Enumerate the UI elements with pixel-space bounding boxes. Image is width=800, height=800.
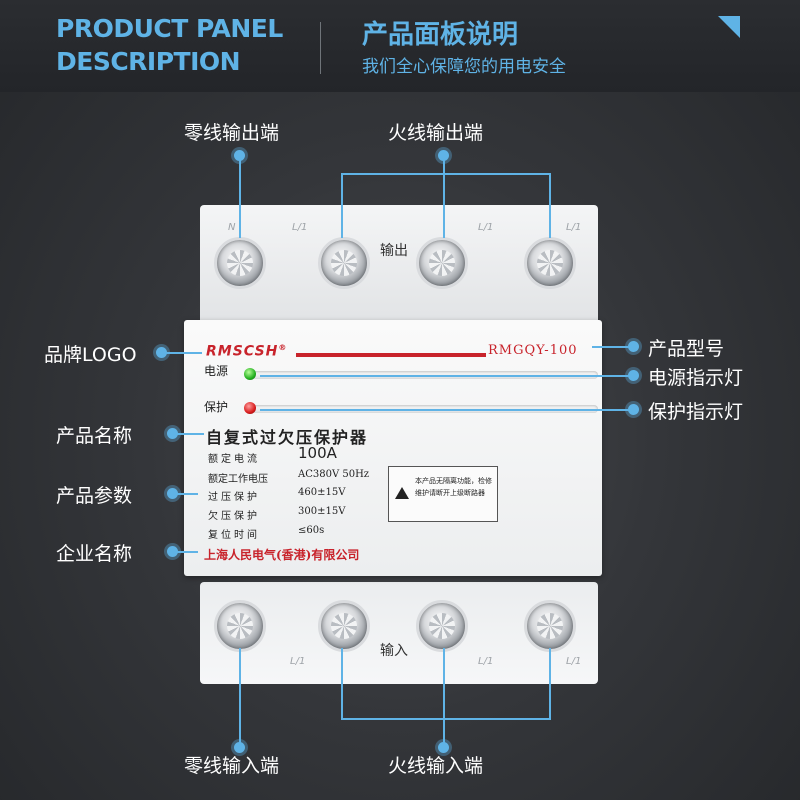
brand-logo-text: RMSCSH bbox=[206, 343, 279, 360]
callout-line bbox=[341, 173, 343, 238]
label-power-light: 电源指示灯 bbox=[648, 367, 744, 389]
power-label: 电源 bbox=[204, 364, 229, 378]
header-title-en: PRODUCT PANEL DESCRIPTION bbox=[56, 12, 283, 78]
callout-line bbox=[172, 433, 204, 435]
callout-line bbox=[239, 158, 241, 238]
callout-line bbox=[172, 551, 198, 553]
screw-icon bbox=[537, 250, 563, 276]
terminal-mark: L/1 bbox=[478, 656, 494, 667]
model-number: RMGQY-100 bbox=[488, 343, 578, 358]
terminal-neutral-out bbox=[214, 237, 266, 289]
callout-dot bbox=[156, 347, 167, 358]
screw-icon bbox=[227, 250, 253, 276]
header-title-en-line1: PRODUCT PANEL bbox=[56, 14, 283, 43]
callout-line bbox=[443, 158, 445, 174]
protect-indicator-led bbox=[244, 402, 256, 414]
terminal-live-out-3 bbox=[524, 237, 576, 289]
callout-dot bbox=[167, 546, 178, 557]
header-title-cn: 产品面板说明 bbox=[362, 20, 519, 50]
spec-key: 额定电流 bbox=[208, 454, 260, 465]
callout-line bbox=[341, 648, 343, 720]
callout-line bbox=[341, 718, 551, 720]
terminal-live-out-1 bbox=[318, 237, 370, 289]
output-label: 输出 bbox=[380, 243, 408, 259]
spec-value: ≤60s bbox=[298, 525, 325, 536]
terminal-mark: L/1 bbox=[566, 222, 582, 233]
terminal-mark: L/1 bbox=[566, 656, 582, 667]
callout-dot bbox=[234, 150, 245, 161]
callout-line bbox=[260, 375, 634, 377]
callout-line bbox=[260, 409, 634, 411]
warning-box: 本产品无隔离功能，检修维护请断开上级断路器 bbox=[388, 466, 498, 522]
callout-line bbox=[549, 173, 551, 238]
label-product-name: 产品名称 bbox=[56, 425, 133, 447]
corner-triangle-icon bbox=[718, 16, 740, 38]
screw-icon bbox=[227, 613, 253, 639]
label-neutral-output: 零线输出端 bbox=[184, 122, 280, 144]
callout-line bbox=[443, 173, 445, 238]
product-name: 自复式过欠压保护器 bbox=[206, 428, 369, 447]
callout-dot bbox=[628, 341, 639, 352]
screw-icon bbox=[331, 613, 357, 639]
screw-icon bbox=[429, 613, 455, 639]
screw-icon bbox=[429, 250, 455, 276]
label-model-number: 产品型号 bbox=[648, 338, 725, 360]
callout-dot bbox=[167, 488, 178, 499]
company-name-on-device: 上海人民电气(香港)有限公司 bbox=[204, 548, 360, 562]
spec-value: 100A bbox=[298, 444, 337, 462]
brand-logo: RMSCSH® bbox=[206, 343, 287, 360]
terminal-mark: N bbox=[228, 222, 236, 233]
input-label: 输入 bbox=[380, 643, 408, 659]
warning-triangle-icon bbox=[395, 487, 409, 499]
spec-key: 过压保护 bbox=[208, 492, 260, 503]
brand-red-bar bbox=[296, 353, 486, 357]
callout-dot bbox=[167, 428, 178, 439]
device-front-panel bbox=[184, 320, 602, 576]
protect-label: 保护 bbox=[204, 400, 229, 414]
header-divider bbox=[320, 22, 321, 74]
spec-value: 300±15V bbox=[298, 506, 346, 517]
terminal-mark: L/1 bbox=[290, 656, 306, 667]
callout-line bbox=[549, 648, 551, 720]
spec-key: 额定工作电压 bbox=[208, 474, 268, 485]
label-product-params: 产品参数 bbox=[56, 485, 133, 507]
registered-mark: ® bbox=[278, 343, 288, 352]
callout-line bbox=[592, 346, 634, 348]
terminal-mark: L/1 bbox=[478, 222, 494, 233]
callout-dot bbox=[628, 370, 639, 381]
label-live-input: 火线输入端 bbox=[388, 755, 484, 777]
callout-dot bbox=[234, 742, 245, 753]
terminal-live-in-1 bbox=[318, 600, 370, 652]
label-live-output: 火线输出端 bbox=[388, 122, 484, 144]
spec-key: 复位时间 bbox=[208, 530, 260, 541]
header-title-en-line2: DESCRIPTION bbox=[56, 47, 241, 76]
label-protect-light: 保护指示灯 bbox=[648, 401, 744, 423]
warning-text: 本产品无隔离功能，检修维护请断开上级断路器 bbox=[415, 477, 492, 497]
terminal-live-out-2 bbox=[416, 237, 468, 289]
terminal-neutral-in bbox=[214, 600, 266, 652]
callout-dot bbox=[628, 404, 639, 415]
callout-line bbox=[162, 352, 202, 354]
callout-line bbox=[341, 173, 551, 175]
label-company-name: 企业名称 bbox=[56, 543, 133, 565]
power-indicator-led bbox=[244, 368, 256, 380]
terminal-mark: L/1 bbox=[292, 222, 308, 233]
callout-line bbox=[172, 493, 198, 495]
callout-dot bbox=[438, 742, 449, 753]
callout-line bbox=[443, 648, 445, 748]
callout-line bbox=[239, 648, 241, 748]
header-subtitle-cn: 我们全心保障您的用电安全 bbox=[362, 57, 566, 77]
callout-dot bbox=[438, 150, 449, 161]
label-neutral-input: 零线输入端 bbox=[184, 755, 280, 777]
spec-key: 欠压保护 bbox=[208, 511, 260, 522]
screw-icon bbox=[537, 613, 563, 639]
spec-value: AC380V 50Hz bbox=[298, 469, 370, 480]
terminal-live-in-2 bbox=[416, 600, 468, 652]
header-bar: PRODUCT PANEL DESCRIPTION 产品面板说明 我们全心保障您… bbox=[0, 0, 800, 92]
spec-value: 460±15V bbox=[298, 487, 346, 498]
terminal-live-in-3 bbox=[524, 600, 576, 652]
screw-icon bbox=[331, 250, 357, 276]
label-brand-logo: 品牌LOGO bbox=[44, 344, 137, 366]
